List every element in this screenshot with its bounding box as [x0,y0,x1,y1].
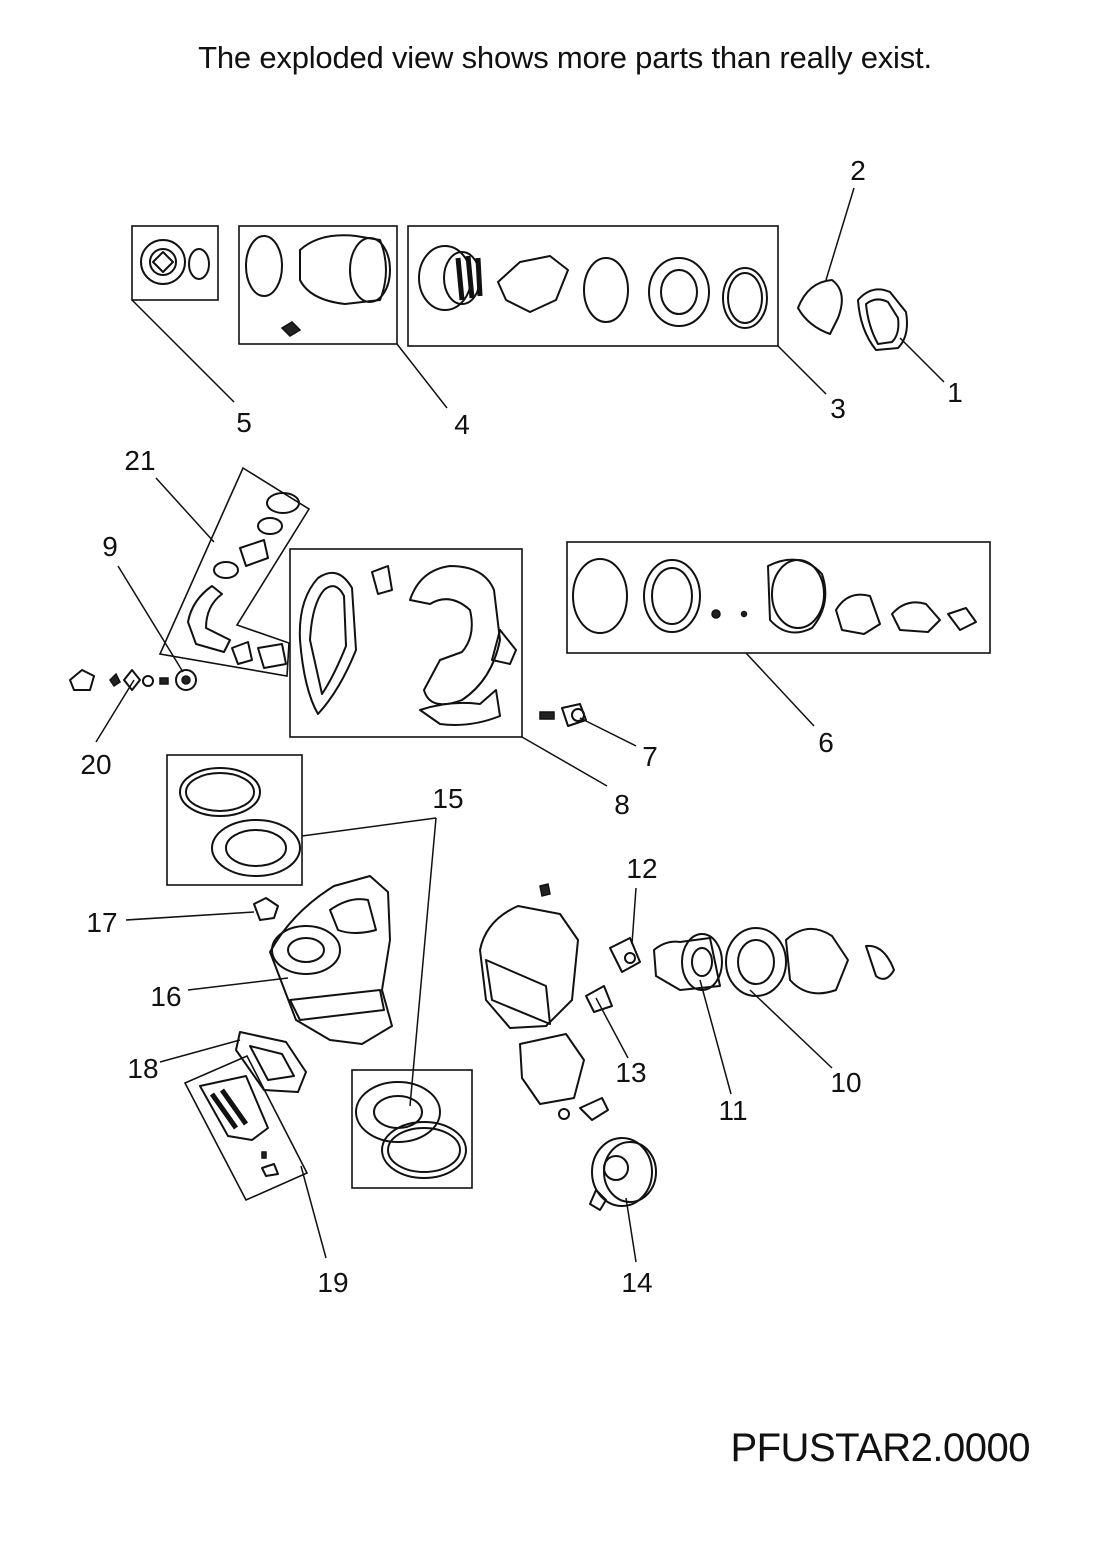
part-3-drawing [418,245,768,329]
leader-2 [825,187,855,281]
part-16-drawing [269,875,393,1045]
part-7-drawing [539,703,587,727]
part-10-drawing [725,927,895,997]
part-1-drawing [857,288,908,351]
callout-20: 20 [80,749,111,780]
leader-18 [159,1039,241,1063]
leader-19 [300,1165,327,1259]
callout-11: 11 [718,1095,747,1126]
part-9-drawing [175,669,197,691]
leader-10 [749,989,833,1069]
leader-4 [396,343,448,409]
leader-17 [125,911,255,921]
part-4-drawing [245,234,391,337]
part-11-drawing [653,933,723,991]
leader-14 [625,1197,637,1263]
leader-5 [131,299,235,403]
group-box-15b [351,1069,473,1189]
callout-14: 14 [621,1267,652,1298]
callout-19: 19 [317,1267,348,1298]
group-box-3 [407,225,779,347]
callout-7: 7 [642,741,658,772]
diagram-note: The exploded view shows more parts than … [198,40,932,75]
part-2-drawing [797,279,843,335]
motor-housing-drawing [479,883,609,1121]
callout-2: 2 [850,155,866,186]
part-21-drawing [187,492,300,669]
group-box-4 [238,225,398,345]
group-box-6 [566,541,991,654]
part-8-drawing [298,565,517,726]
part-13-drawing [585,985,613,1013]
leader-16 [187,977,289,991]
callout-17: 17 [86,907,117,938]
leader-1 [899,337,945,383]
callout-15: 15 [432,783,463,814]
leader-15a [301,817,437,837]
callout-21: 21 [124,445,155,476]
callout-4: 4 [454,409,470,440]
callout-12: 12 [626,853,657,884]
group-box-21 [158,466,311,677]
callout-6: 6 [818,727,834,758]
group-box-8 [289,548,523,738]
model-code: PFUSTAR2.0000 [730,1426,1030,1470]
leader-8 [521,736,608,787]
part-19-drawing [199,1075,279,1177]
part-17-drawing [253,897,279,921]
leader-9 [117,565,184,673]
callout-13: 13 [615,1057,646,1088]
leader-15b [409,817,437,1107]
group-box-5 [131,225,219,301]
leader-11 [699,979,732,1095]
part-12-drawing [609,937,641,973]
callout-5: 5 [236,407,252,438]
callout-3: 3 [830,393,846,424]
leader-13 [595,997,629,1059]
callout-18: 18 [127,1053,158,1084]
group-box-15a [166,754,303,886]
part-5-drawing [140,239,210,285]
part-20-drawing [69,669,169,691]
leader-6 [745,652,815,727]
callout-10: 10 [830,1067,861,1098]
leader-12 [631,887,637,945]
callout-9: 9 [102,531,118,562]
callout-1: 1 [947,377,963,408]
leader-7 [579,717,637,747]
callout-8: 8 [614,789,630,820]
leader-3 [777,345,827,395]
leader-20 [95,679,135,743]
part-6-drawing [572,558,977,635]
part-14-drawing [589,1137,657,1211]
callout-16: 16 [150,981,181,1012]
part-15-drawing [179,767,467,1179]
group-box-19 [183,1054,309,1202]
part-18-drawing [235,1031,307,1093]
leader-21 [155,477,215,543]
